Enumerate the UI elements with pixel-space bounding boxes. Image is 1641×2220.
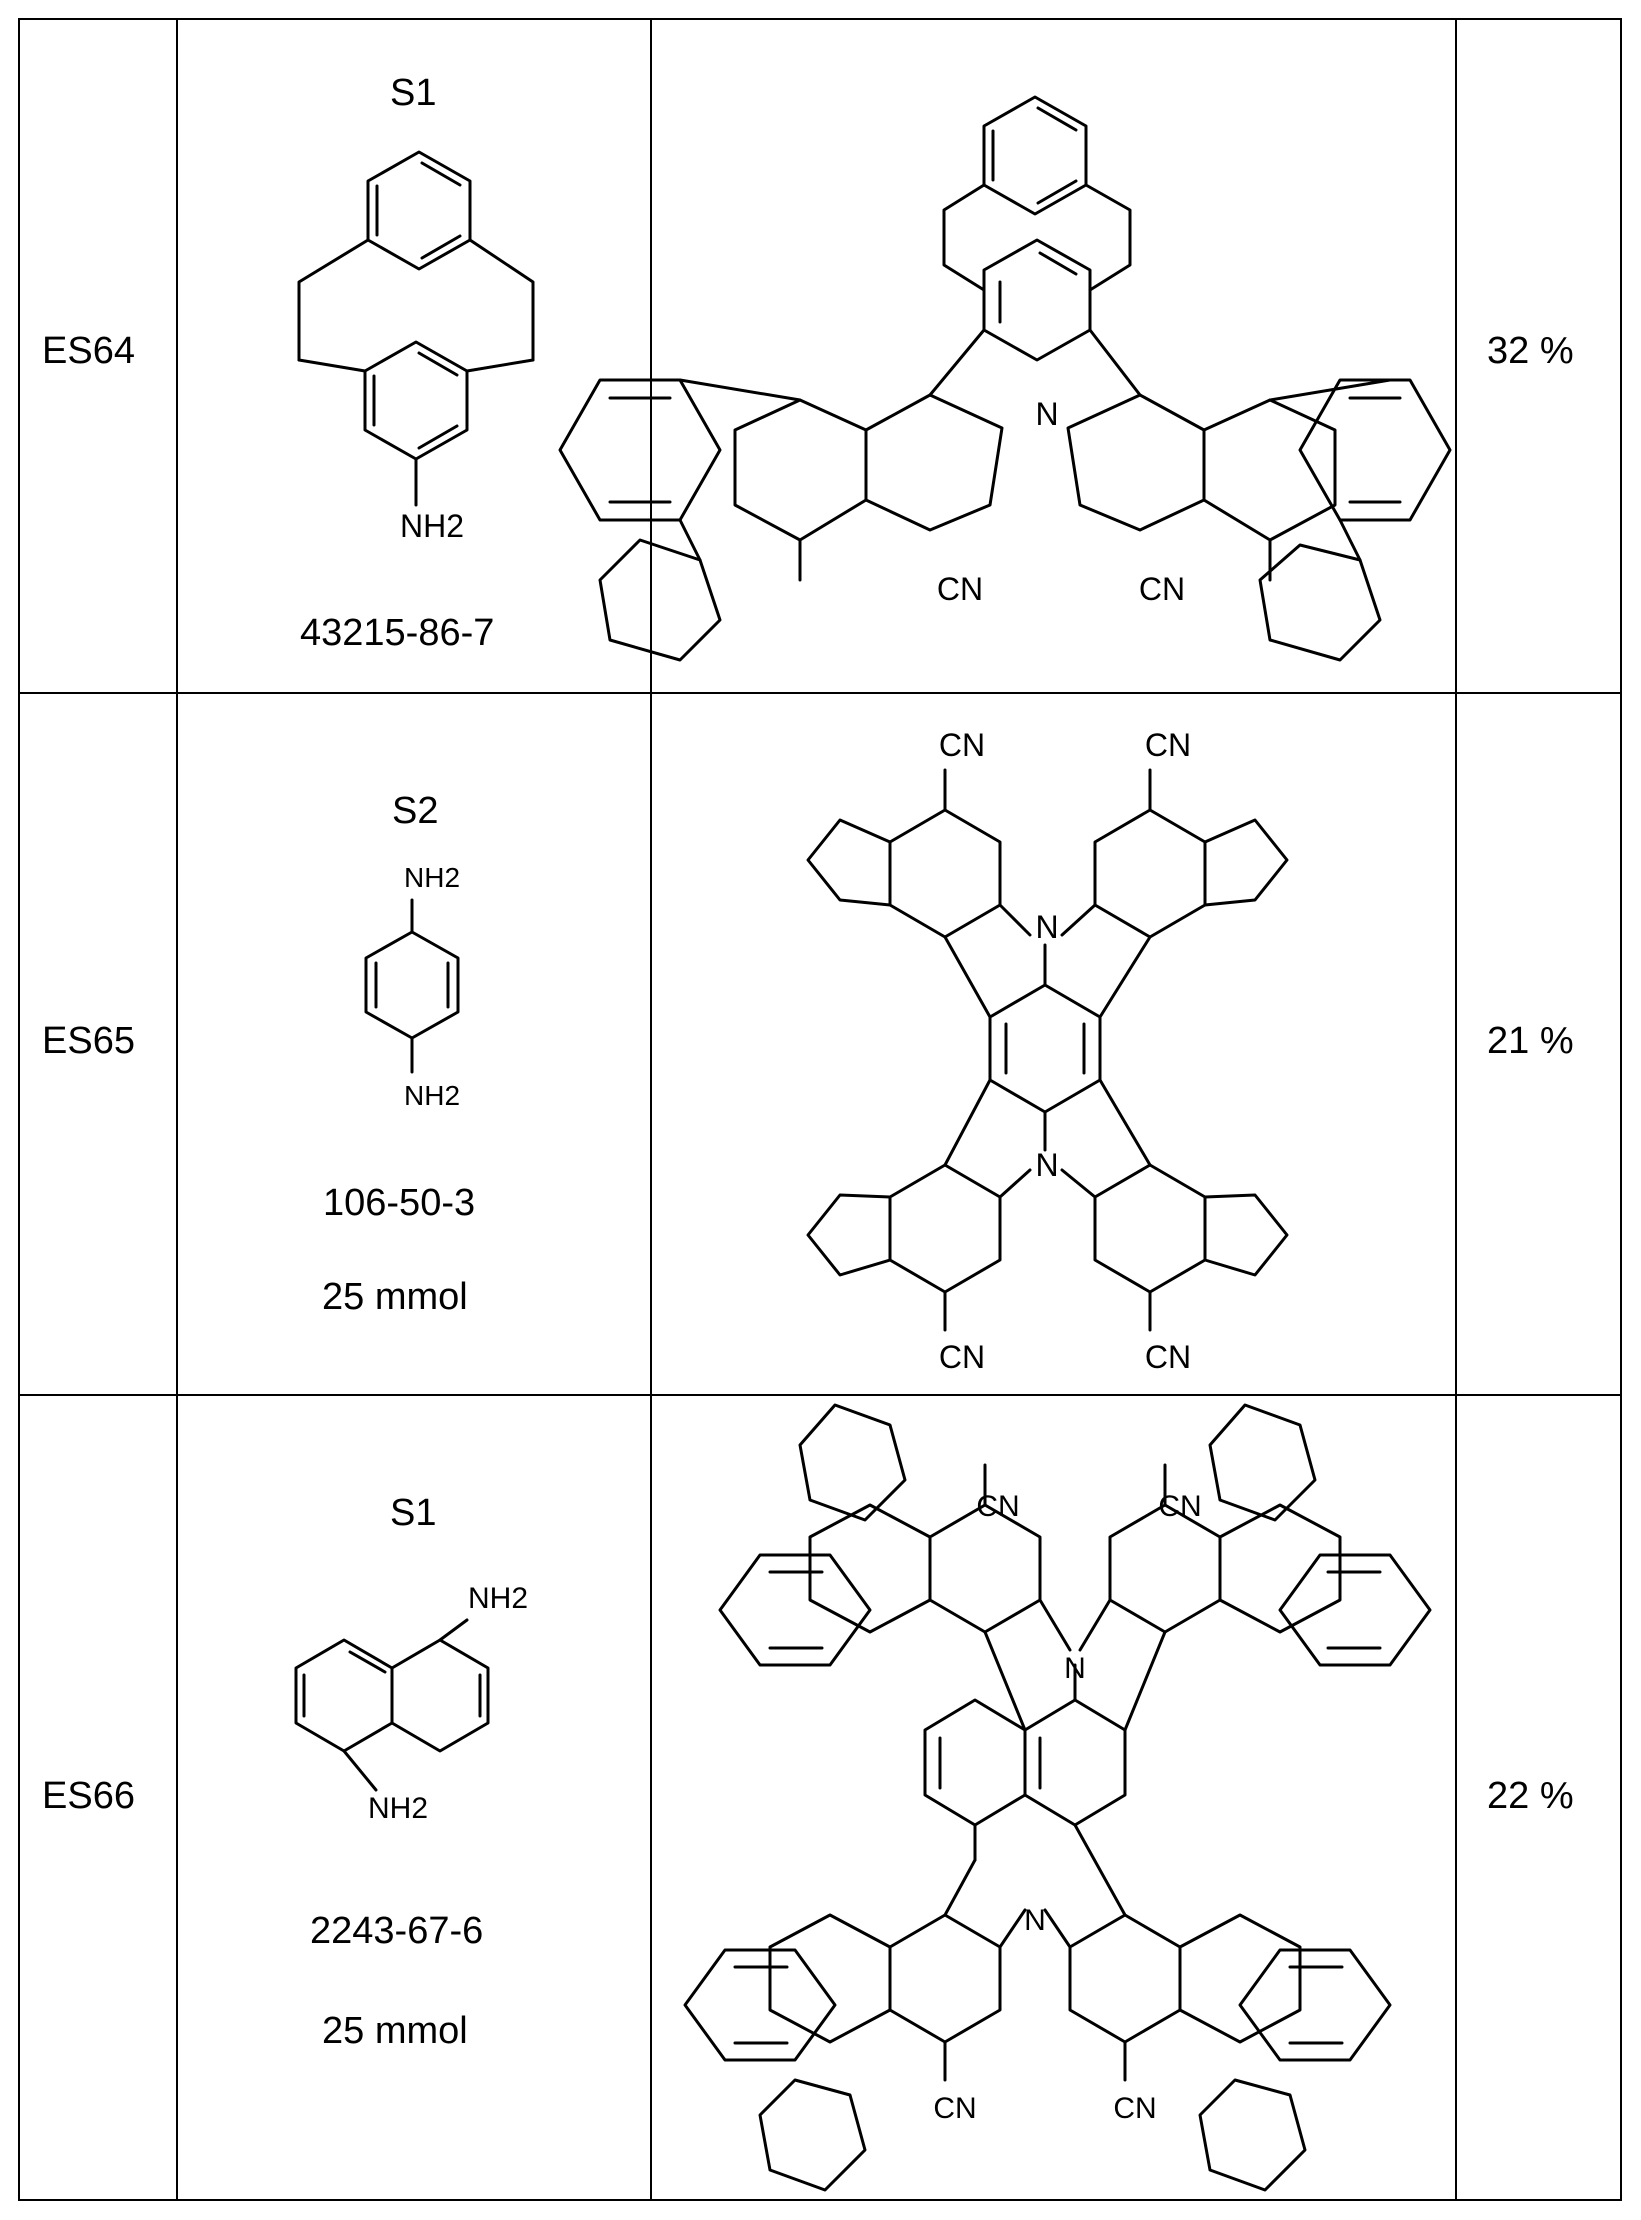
atom-label: CN	[1158, 1490, 1201, 1523]
reagent-amount: 25 mmol	[322, 1276, 468, 1319]
reagent-amount: 25 mmol	[322, 2010, 468, 2053]
amine-group: NH2	[368, 1792, 428, 1826]
amine-group-text: NH2	[468, 1582, 528, 1615]
example-id: ES65	[42, 1020, 135, 1063]
example-id: ES66	[42, 1775, 135, 1818]
reagent-structure-es64	[299, 152, 533, 505]
yield-value: 21 %	[1487, 1020, 1574, 1063]
amine-group-text: NH2	[404, 1080, 460, 1111]
atom-label: N	[1035, 909, 1058, 945]
cas-number: 43215-86-7	[300, 612, 494, 655]
atom-label: N	[1035, 1147, 1058, 1183]
atom-label: CN	[937, 571, 983, 607]
atom-label: CN	[1145, 1339, 1191, 1375]
reagent-structure-es66	[296, 1620, 488, 1790]
reagent-label: S2	[392, 790, 438, 833]
atom-label: N	[1064, 1652, 1086, 1685]
atom-label: CN	[1139, 571, 1185, 607]
yield-value: 22 %	[1487, 1775, 1574, 1818]
amine-group: NH2	[404, 1080, 460, 1112]
amine-group: NH2	[400, 508, 464, 545]
atom-label: CN	[976, 1490, 1019, 1523]
amine-group-text: NH2	[368, 1792, 428, 1825]
amine-group: NH2	[404, 862, 460, 894]
cas-number: 2243-67-6	[310, 1910, 483, 1953]
product-structure-es66	[685, 1405, 1430, 2190]
amine-group-text: NH2	[404, 862, 460, 893]
amine-group-text: NH2	[400, 508, 464, 544]
product-structure-es65	[808, 770, 1287, 1330]
atom-label: CN	[1113, 2092, 1156, 2125]
amine-group: NH2	[468, 1582, 528, 1616]
atom-label: CN	[939, 1339, 985, 1375]
reagent-label: S1	[390, 72, 436, 115]
atom-label: CN	[1145, 727, 1191, 763]
atom-label: N	[1035, 396, 1058, 432]
cas-number: 106-50-3	[323, 1182, 475, 1225]
atom-label: CN	[933, 2092, 976, 2125]
atom-label: CN	[939, 727, 985, 763]
reagent-structure-es65	[366, 900, 458, 1072]
reagent-label: S1	[390, 1492, 436, 1535]
atom-label: N	[1024, 1904, 1046, 1937]
product-structure-es64	[560, 97, 1450, 660]
